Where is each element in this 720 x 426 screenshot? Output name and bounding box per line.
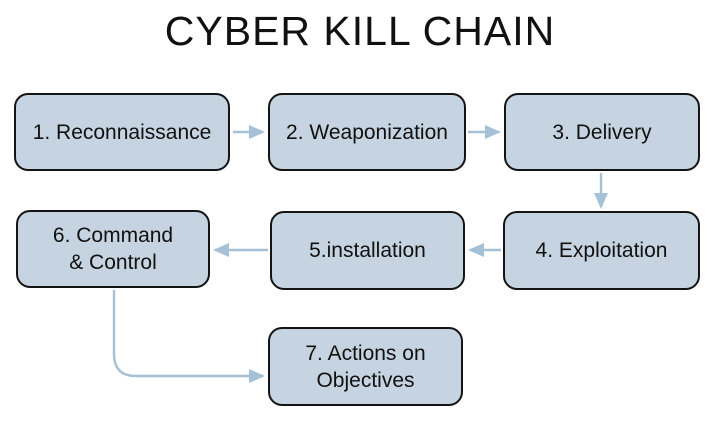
node-label: 2. Weaponization	[286, 120, 448, 144]
node-label: 5.installation	[309, 239, 426, 262]
node-reconnaissance: 1. Reconnaissance	[14, 93, 230, 171]
node-weaponization: 2. Weaponization	[268, 93, 466, 171]
node-label: 3. Delivery	[552, 120, 652, 144]
node-exploitation: 4. Exploitation	[503, 211, 700, 290]
node-label: 4. Exploitation	[535, 239, 668, 262]
node-label-line-2: & Control	[69, 251, 157, 274]
node-delivery: 3. Delivery	[504, 93, 700, 171]
node-label-line-2: Objectives	[316, 368, 415, 392]
arrow-command-to-actions	[112, 290, 265, 383]
node-label: 1. Reconnaissance	[32, 120, 212, 144]
diagram-title: CYBER KILL CHAIN	[164, 8, 556, 54]
node-label-line-1: 6. Command	[52, 224, 174, 247]
node-installation: 5.installation	[270, 211, 465, 290]
node-label-line-1: 7. Actions on	[305, 341, 426, 365]
node-command-and-control: 6. Command & Control	[16, 210, 210, 288]
node-actions-on-objectives: 7. Actions on Objectives	[268, 327, 463, 406]
